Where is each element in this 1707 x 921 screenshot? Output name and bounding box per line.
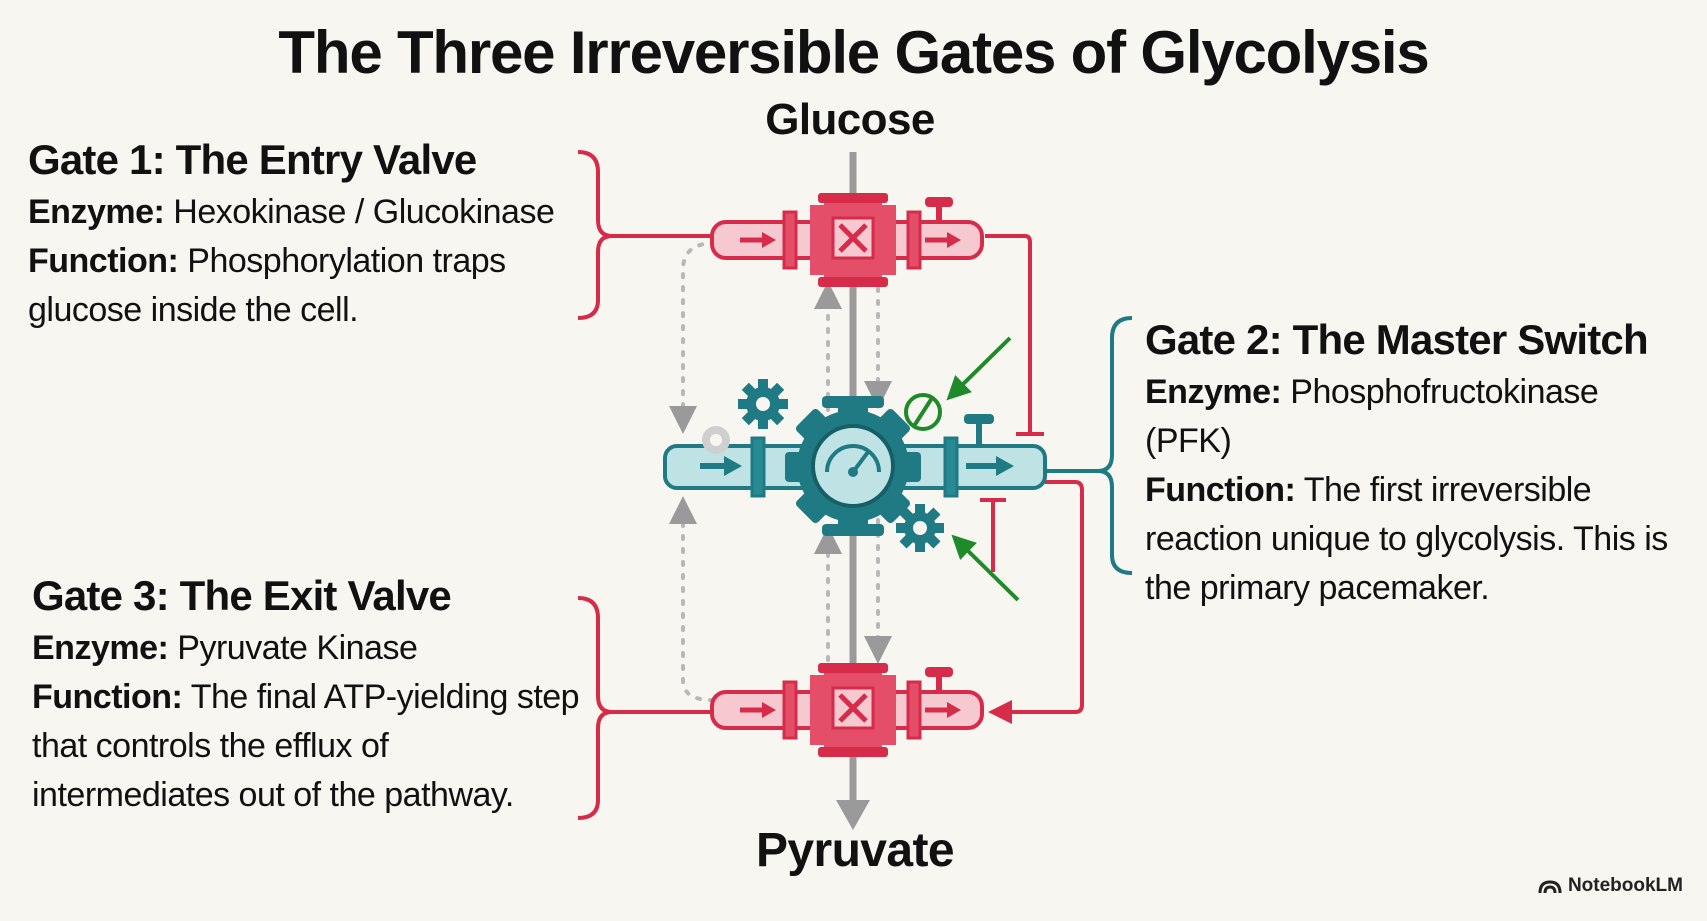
gate-1-valve	[710, 193, 984, 287]
glucose-label: Glucose	[765, 95, 935, 144]
gate-2-panel: Gate 2: The Master Switch Enzyme: Phosph…	[1145, 312, 1690, 613]
gate-3-bracket	[577, 596, 712, 820]
gate-3-panel: Gate 3: The Exit Valve Enzyme: Pyruvate …	[32, 568, 587, 820]
gate-2-master-switch	[663, 396, 1047, 536]
gate-2-function: Function: The first irreversible reactio…	[1145, 471, 1668, 607]
gate-2-title: Gate 2: The Master Switch	[1145, 316, 1649, 363]
gate-3-function: Function: The final ATP-yielding step th…	[32, 678, 580, 814]
brand-logo: NotebookLM	[1538, 875, 1683, 897]
brand-name: NotebookLM	[1567, 875, 1683, 896]
dotted-flow-lines	[669, 241, 892, 702]
gate-1-title: Gate 1: The Entry Valve	[28, 136, 477, 183]
pyruvate-label: Pyruvate	[756, 824, 955, 877]
gate-1-bracket	[577, 150, 712, 320]
gate-2-bracket	[1045, 316, 1133, 575]
gate-1-enzyme: Enzyme: Hexokinase / Glucokinase	[28, 193, 555, 231]
gate-1-function: Function: Phosphorylation traps glucose …	[28, 242, 506, 329]
gate-2-enzyme: Enzyme: Phosphofructokinase (PFK)	[1145, 373, 1599, 460]
notebooklm-icon	[1538, 880, 1562, 894]
gate-3-title: Gate 3: The Exit Valve	[32, 572, 452, 619]
activation-arrows	[904, 336, 1020, 602]
gate-1-panel: Gate 1: The Entry Valve Enzyme: Hexokina…	[28, 132, 588, 335]
gate-3-enzyme: Enzyme: Pyruvate Kinase	[32, 629, 418, 667]
gear-icon	[702, 379, 944, 552]
gate-3-valve	[710, 663, 984, 757]
inhibition-lines	[980, 234, 1084, 724]
page-title: The Three Irreversible Gates of Glycolys…	[278, 19, 1429, 86]
